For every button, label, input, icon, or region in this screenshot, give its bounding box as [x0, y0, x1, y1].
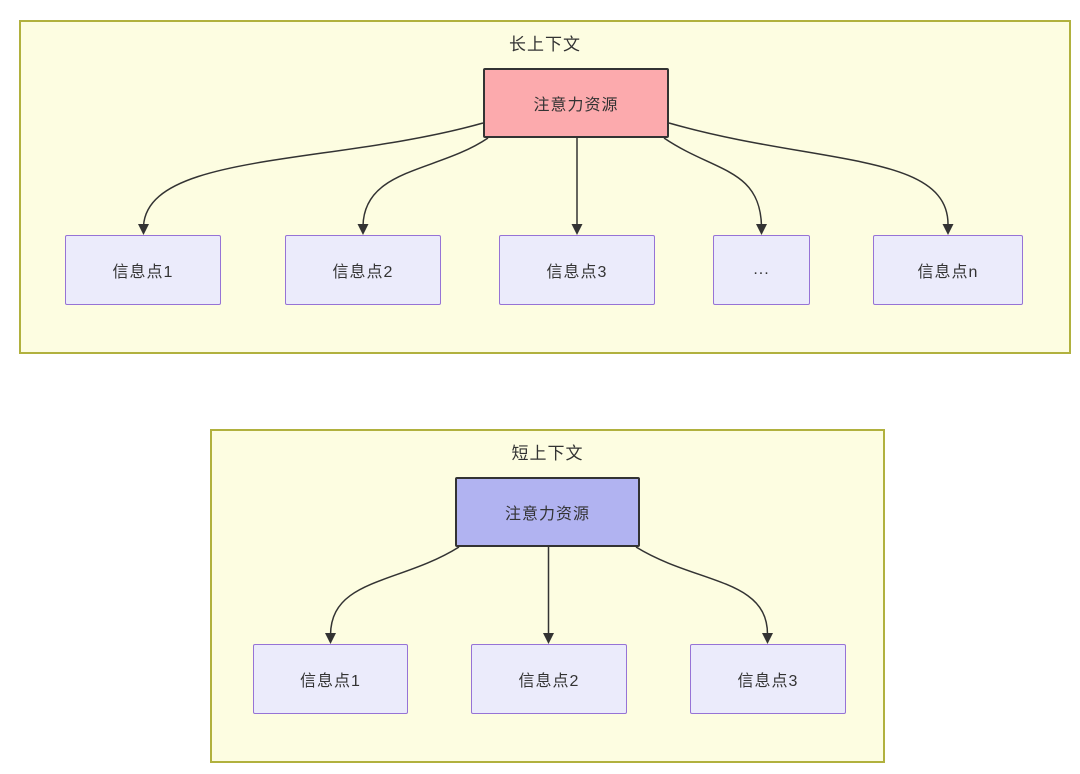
info-node-short-1: 信息点1 — [253, 644, 408, 714]
long-context-title: 长上下文 — [509, 35, 581, 54]
info-node-long-2-label: 信息点2 — [332, 264, 394, 281]
info-node-long-3: 信息点3 — [499, 235, 655, 305]
info-node-long-3-label: 信息点3 — [546, 264, 608, 281]
attention-node-long-label: 注意力资源 — [533, 97, 619, 114]
info-node-short-2: 信息点2 — [471, 644, 627, 714]
info-node-short-1-label: 信息点1 — [300, 673, 361, 690]
info-node-short-3-label: 信息点3 — [737, 673, 799, 690]
info-node-long-1: 信息点1 — [65, 235, 221, 305]
info-node-long-1-label: 信息点1 — [112, 264, 174, 281]
attention-node-long: 注意力资源 — [483, 68, 669, 138]
info-node-long-n-label: 信息点n — [917, 264, 979, 281]
info-node-long-ellipsis-label: ... — [753, 261, 770, 278]
attention-node-short-label: 注意力资源 — [504, 506, 590, 523]
info-node-long-2: 信息点2 — [285, 235, 441, 305]
info-node-long-n: 信息点n — [873, 235, 1023, 305]
attention-node-short: 注意力资源 — [455, 477, 640, 547]
short-context-title: 短上下文 — [511, 444, 584, 463]
info-node-long-ellipsis: ... — [713, 235, 810, 305]
info-node-short-2-label: 信息点2 — [518, 673, 580, 690]
info-node-short-3: 信息点3 — [690, 644, 846, 714]
